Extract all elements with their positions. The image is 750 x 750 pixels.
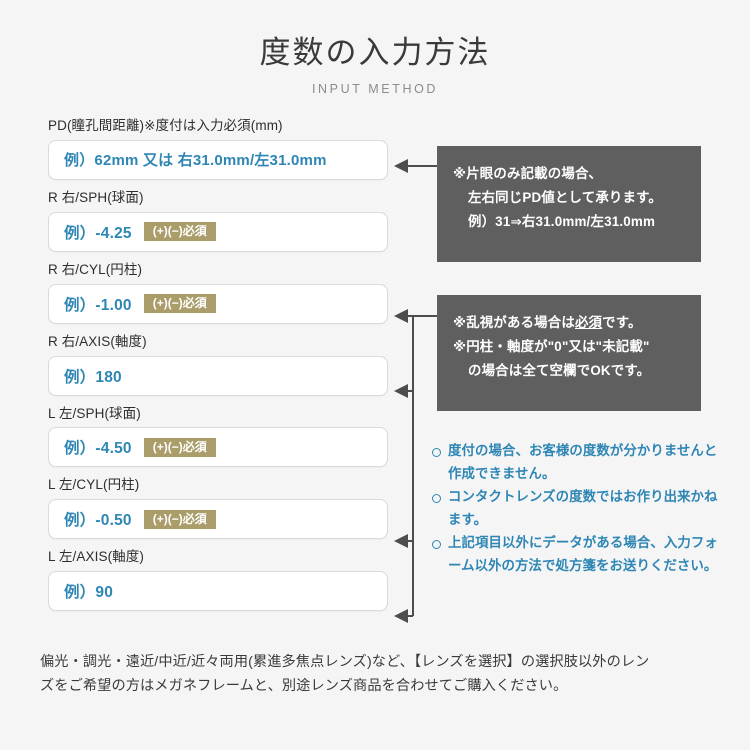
note-cyl-line-1-prefix: ※乱視がある場合は xyxy=(453,315,575,330)
r-sph-input-value: 例）-4.25 xyxy=(64,224,132,242)
l-cyl-input-value: 例）-0.50 xyxy=(64,512,132,530)
prescription-form: PD(瞳孔間距離)※度付は入力必須(mm) 例）62mm 又は 右31.0mm/… xyxy=(48,118,388,621)
l-axis-input[interactable]: 例）90 xyxy=(48,571,388,612)
l-cyl-required-badge: (+)(−)必須 xyxy=(143,509,216,529)
field-label-l-axis: L 左/AXIS(軸度) xyxy=(48,549,144,565)
pd-input-value: 例）62mm 又は 右31.0mm/左31.0mm xyxy=(64,152,327,170)
r-axis-input[interactable]: 例）180 xyxy=(48,355,388,396)
l-sph-input-value: 例）-4.50 xyxy=(64,440,132,458)
r-cyl-required-badge: (+)(−)必須 xyxy=(143,294,216,314)
note-cyl-line-3: の場合は全て空欄でOKです。 xyxy=(468,362,651,378)
l-sph-required-badge: (+)(−)必須 xyxy=(143,437,216,457)
footer-line-2: ズをご希望の方はメガネフレームと、別途レンズ商品を合わせてご購入ください。 xyxy=(40,678,568,695)
l-cyl-input[interactable]: 例）-0.50 (+)(−)必須 xyxy=(48,499,388,540)
note-pd-line-1: ※片眼のみ記載の場合、 xyxy=(453,166,603,181)
footer-note: 偏光・調光・遠近/中近/近々両用(累進多焦点レンズ)など、【レンズを選択】の選択… xyxy=(40,650,712,699)
circle-bullet-icon xyxy=(432,448,441,457)
r-cyl-input-value: 例）-1.00 xyxy=(64,296,132,314)
field-label-l-sph: L 左/SPH(球面) xyxy=(48,405,141,421)
l-sph-input[interactable]: 例）-4.50 (+)(−)必須 xyxy=(48,427,388,468)
field-block-l-cyl: L 左/CYL(円柱) 例）-0.50 (+)(−)必須 xyxy=(48,477,388,540)
field-block-r-sph: R 右/SPH(球面) 例）-4.25 (+)(−)必須 xyxy=(48,190,388,252)
note-box-pd: ※片眼のみ記載の場合、 左右同じPD値として承ります。 例）31⇒右31.0mm… xyxy=(437,146,701,262)
list-item: 度付の場合、お客様の度数が分かりませんと作成できません。 xyxy=(432,440,722,485)
list-item: 上記項目以外にデータがある場合、入力フォーム以外の方法で処方箋をお送りください。 xyxy=(432,532,722,577)
circle-bullet-icon xyxy=(432,494,441,504)
page-subtitle: INPUT METHOD xyxy=(311,82,439,97)
list-item-text: 上記項目以外にデータがある場合、入力フォーム以外の方法で処方箋をお送りください。 xyxy=(448,535,718,573)
field-block-r-cyl: R 右/CYL(円柱) 例）-1.00 (+)(−)必須 xyxy=(48,262,388,324)
caution-bullet-list: 度付の場合、お客様の度数が分かりませんと作成できません。 コンタクトレンズの度数… xyxy=(432,440,722,578)
l-axis-input-value: 例）90 xyxy=(64,584,114,602)
footer-line-1: 偏光・調光・遠近/中近/近々両用(累進多焦点レンズ)など、【レンズを選択】の選択… xyxy=(40,654,650,670)
field-label-l-cyl: L 左/CYL(円柱) xyxy=(48,477,140,493)
note-cyl-line-1-underline: 必須 xyxy=(574,315,603,330)
pd-input[interactable]: 例）62mm 又は 右31.0mm/左31.0mm xyxy=(48,139,388,180)
field-label-pd: PD(瞳孔間距離)※度付は入力必須(mm) xyxy=(48,118,283,133)
r-cyl-input[interactable]: 例）-1.00 (+)(−)必須 xyxy=(48,283,388,324)
list-item-text: コンタクトレンズの度数ではお作り出来かねます。 xyxy=(448,489,718,527)
note-pd-line-3: 例）31⇒右31.0mm/左31.0mm xyxy=(468,213,656,229)
r-axis-input-value: 例）180 xyxy=(64,368,122,386)
r-sph-input[interactable]: 例）-4.25 (+)(−)必須 xyxy=(48,211,388,252)
page-title: 度数の入力方法 xyxy=(259,35,491,70)
field-block-l-sph: L 左/SPH(球面) 例）-4.50 (+)(−)必須 xyxy=(48,406,388,468)
field-label-r-cyl: R 右/CYL(円柱) xyxy=(48,261,143,277)
field-label-r-axis: R 右/AXIS(軸度) xyxy=(48,333,147,349)
r-sph-required-badge: (+)(−)必須 xyxy=(143,222,216,242)
field-block-pd: PD(瞳孔間距離)※度付は入力必須(mm) 例）62mm 又は 右31.0mm/… xyxy=(48,118,388,180)
field-label-r-sph: R 右/SPH(球面) xyxy=(48,189,144,205)
note-cyl-line-1: ※乱視がある場合は必須です。 xyxy=(453,311,685,335)
field-block-r-axis: R 右/AXIS(軸度) 例）180 xyxy=(48,334,388,396)
field-block-l-axis: L 左/AXIS(軸度) 例）90 xyxy=(48,549,388,612)
note-pd-line-2: 左右同じPD値として承ります。 xyxy=(468,189,662,205)
list-item: コンタクトレンズの度数ではお作り出来かねます。 xyxy=(432,486,722,531)
note-cyl-line-2: ※円柱・軸度が"0"又は"未記載" xyxy=(453,338,650,354)
note-box-cyl-axis: ※乱視がある場合は必須です。 ※円柱・軸度が"0"又は"未記載" の場合は全て空… xyxy=(437,295,701,411)
note-cyl-line-1-suffix: です。 xyxy=(602,315,642,330)
list-item-text: 度付の場合、お客様の度数が分かりませんと作成できません。 xyxy=(448,443,718,481)
page-header: 度数の入力方法 INPUT METHOD xyxy=(0,34,750,96)
circle-bullet-icon xyxy=(432,540,441,550)
